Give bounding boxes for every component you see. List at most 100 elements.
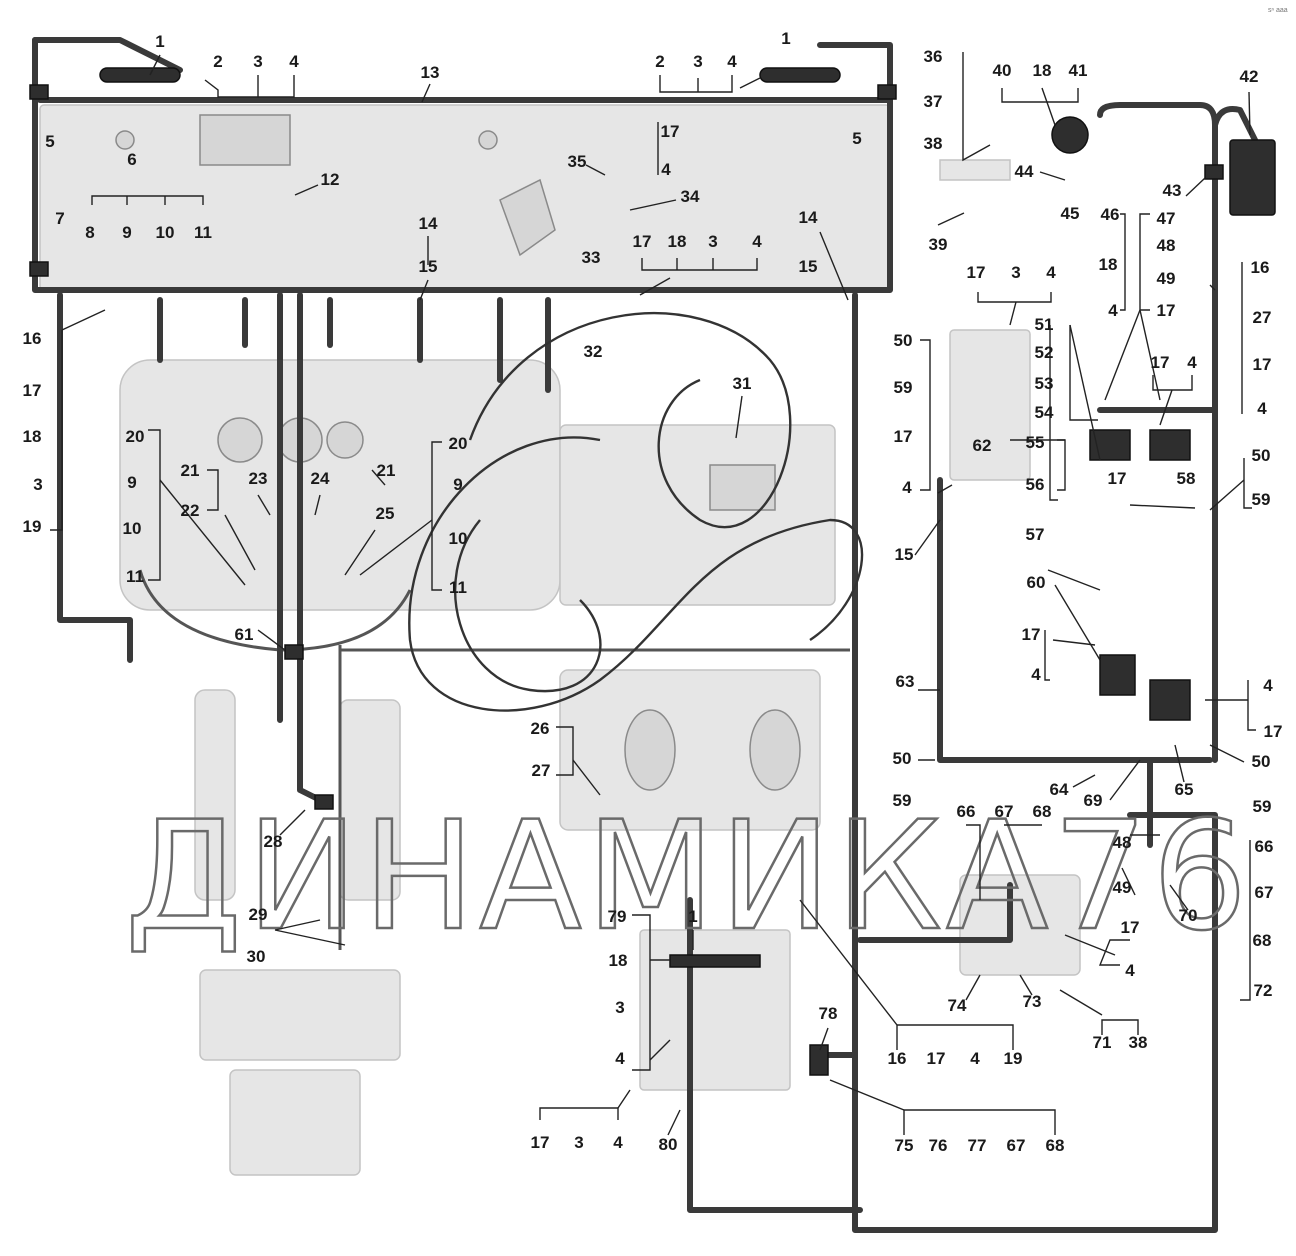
- leader-line: [937, 484, 953, 494]
- callout-label: 18: [23, 427, 42, 446]
- leader-line: [1072, 774, 1096, 788]
- callout-label: 20: [449, 434, 468, 453]
- callout-label: 39: [929, 235, 948, 254]
- leader-line: [819, 231, 849, 301]
- callout-label: 61: [235, 625, 254, 644]
- callout-label: 68: [1253, 931, 1272, 950]
- callout-label: 15: [895, 545, 914, 564]
- leader-line: [149, 54, 161, 76]
- leader-line: [937, 212, 965, 226]
- callout-label: 54: [1035, 403, 1054, 422]
- leader-line: [1054, 584, 1101, 661]
- leader-line: [629, 199, 677, 211]
- lower-thin-run: [338, 645, 850, 950]
- callout-label: 15: [799, 257, 818, 276]
- leader-line: [274, 919, 321, 931]
- callout-label: 10: [123, 519, 142, 538]
- leader-line: [1104, 309, 1141, 401]
- lamp-center: [478, 130, 498, 150]
- gauge-right: [326, 421, 364, 459]
- callout-label: 4: [902, 478, 912, 497]
- floor-switch-housing: [229, 1069, 361, 1176]
- leader-line: [279, 809, 306, 836]
- overhead-loop: [32, 37, 893, 293]
- horn: [1051, 116, 1089, 154]
- callout-label: 25: [376, 504, 395, 523]
- callout-label: 17: [967, 263, 986, 282]
- callout-label: 50: [894, 331, 913, 350]
- callout-label: 48: [1157, 236, 1176, 255]
- callout-label: 4: [1108, 301, 1118, 320]
- callout-label: 34: [681, 187, 700, 206]
- leader-line: [359, 519, 433, 576]
- leader-line: [207, 469, 219, 511]
- leader-line: [1052, 639, 1096, 646]
- leader-line: [1101, 1019, 1139, 1035]
- leader-line: [1098, 939, 1130, 966]
- clip-7: [29, 261, 49, 277]
- leader-line: [1059, 989, 1103, 1016]
- callout-label: 17: [1022, 625, 1041, 644]
- callout-label: 17: [1253, 355, 1272, 374]
- callout-label: 19: [1004, 1049, 1023, 1068]
- callout-label: 67: [1007, 1136, 1026, 1155]
- callout-label: 59: [1253, 797, 1272, 816]
- callout-label: 3: [693, 52, 702, 71]
- callout-label: 77: [968, 1136, 987, 1155]
- right-harness-drop: [1097, 102, 1218, 763]
- callout-label: 60: [1027, 573, 1046, 592]
- callout-label: 1: [781, 29, 790, 48]
- callout-label: 72: [1254, 981, 1273, 1000]
- leader-line: [641, 258, 758, 271]
- leader-lines: [50, 52, 1256, 1136]
- callout-label: 14: [799, 208, 818, 227]
- left-right-loop: [937, 477, 1213, 763]
- leader-line: [257, 629, 286, 651]
- callout-label: 50: [893, 749, 912, 768]
- connector-78: [809, 1044, 829, 1076]
- leader-line: [1209, 284, 1216, 291]
- watermark-logo-curve: [408, 312, 864, 712]
- callout-label: 11: [449, 578, 467, 597]
- callout-label: 4: [615, 1049, 625, 1068]
- callout-label: 3: [1011, 263, 1020, 282]
- callout-label: 17: [1264, 722, 1283, 741]
- watermark-text: ДИНАМИКА76: [125, 790, 1251, 964]
- callout-label: 75: [895, 1136, 914, 1155]
- callout-label: 78: [819, 1004, 838, 1023]
- callout-label: 17: [894, 427, 913, 446]
- leader-line: [1001, 88, 1079, 103]
- callout-label: 37: [924, 92, 943, 111]
- leader-line: [1047, 569, 1101, 591]
- callout-label: 59: [893, 791, 912, 810]
- callout-label: 58: [1177, 469, 1196, 488]
- callout-label: 29: [249, 905, 268, 924]
- callout-label: 71: [1093, 1033, 1112, 1052]
- callout-label: 76: [929, 1136, 948, 1155]
- callout-label: 35: [568, 152, 587, 171]
- left-plate: [194, 689, 236, 901]
- callout-label: 17: [1157, 301, 1176, 320]
- callout-label: 9: [122, 223, 131, 242]
- lamp-connector-right: [759, 67, 841, 83]
- callout-label: 12: [321, 170, 340, 189]
- callout-label: 27: [1253, 308, 1272, 327]
- pedal-right: [749, 709, 801, 791]
- pedal-assembly: [559, 669, 821, 831]
- module-65: [1149, 679, 1191, 721]
- callout-label: 15: [419, 257, 438, 276]
- leader-line: [819, 1027, 829, 1051]
- leader-line: [539, 1107, 619, 1120]
- callout-label: 56: [1026, 475, 1045, 494]
- leader-line: [314, 494, 321, 516]
- callout-label: 2: [655, 52, 664, 71]
- leader-line: [91, 195, 204, 205]
- leader-line: [257, 494, 271, 516]
- leader-line: [585, 164, 606, 176]
- callout-label: 2: [213, 52, 222, 71]
- callout-label: 4: [752, 232, 762, 251]
- callout-label: 19: [23, 517, 42, 536]
- callout-label: 17: [1108, 469, 1127, 488]
- leader-line: [431, 441, 442, 591]
- callout-label: 62: [973, 436, 992, 455]
